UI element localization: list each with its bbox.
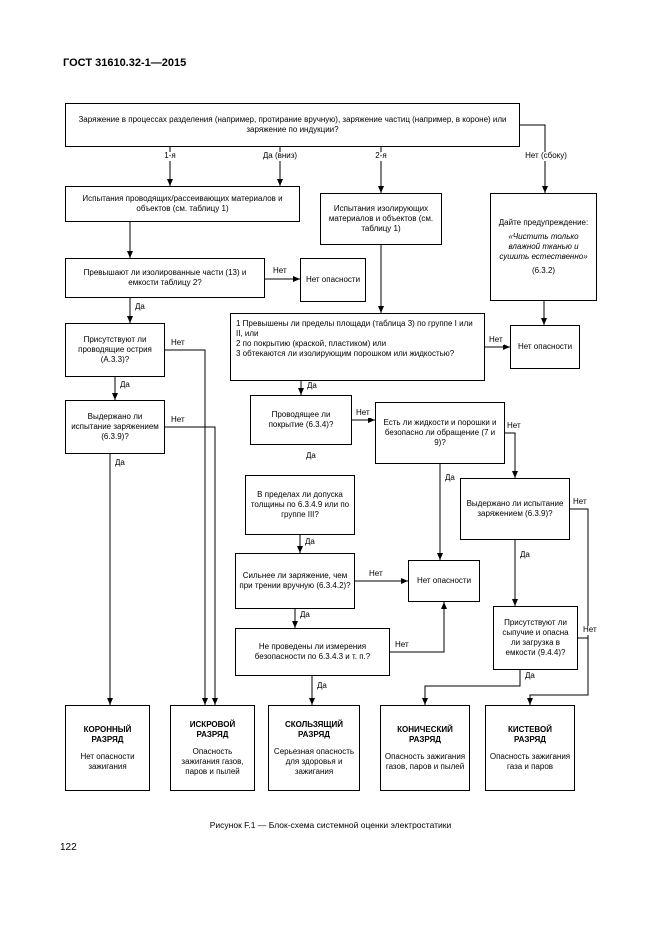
warning-ref: (6.3.2) [531,266,556,275]
node-bulk-loading-text: Присутствуют ли сыпучие и опасна ли загр… [502,618,569,657]
edge-label-no: Нет [272,266,288,276]
edge-label-yes: Да [134,302,146,312]
connector [422,670,521,705]
brush-desc: Опасность зажигания газа и паров [489,751,571,771]
node-bulk-loading: Присутствуют ли сыпучие и опасна ли загр… [493,606,578,670]
node-conductive-coating-text: Проводящее ли покрытие (6.3.4)? [268,410,334,429]
corona-title: КОРОННЫЙ РАЗРЯД [83,724,132,744]
spark-desc: Опасность зажигания газов, паров и пылей [181,746,244,776]
node-conductive-points-text: Присутствуют ли проводящие острия (А.3.3… [78,335,152,364]
edge-label-no: Нет [506,421,522,431]
sliding-desc: Серьезная опасность для здоровья и зажиг… [273,746,355,776]
node-charge-test-left: Выдержано ли испытание заряжением (6.3.9… [65,400,165,454]
node-safety-measurements: Не проведены ли измерения безопасности п… [235,628,390,676]
document-header: ГОСТ 31610.32-1—2015 [63,57,187,69]
page-number: 122 [60,842,77,853]
edge-label-yes: Да [299,610,311,620]
node-no-hazard-1-text: Нет опасности [305,275,361,284]
node-stronger-charging: Сильнее ли заряжение, чем при трении вру… [235,553,355,609]
node-no-hazard-2-text: Нет опасности [517,342,573,351]
edge-label-no: Нет [355,408,371,418]
connector [165,426,218,705]
edge-label-yes: Да [119,380,131,390]
node-no-hazard-3: Нет опасности [408,560,480,602]
node-start: Заряжение в процессах разделения (наприм… [65,103,520,147]
node-isolated-parts-text: Превышают ли изолированные части (13) и … [83,268,247,287]
edge-label-no: Нет [170,415,186,425]
connector [165,349,208,705]
branch-label-1: 1-я [156,151,184,161]
branch-label-no: Нет (сбоку) [520,151,572,161]
edge-label-yes: Да [114,458,126,468]
edge-label-yes: Да [306,381,318,391]
edge-label-no: Нет [582,625,598,635]
node-brush-discharge: КИСТЕВОЙ РАЗРЯД Опасность зажигания газа… [485,705,575,791]
edge-label-no: Нет [170,338,186,348]
edge-label-yes: Да [519,550,531,560]
connector [390,602,447,653]
edge-label-yes: Да [304,537,316,547]
edge-label-no: Нет [368,569,384,579]
brush-title: КИСТЕВОЙ РАЗРЯД [508,724,552,744]
node-liquids-powders: Есть ли жидкости и порошки и безопасно л… [375,402,505,464]
node-test-conductive-text: Испытания проводящих/рассеивающих матери… [82,194,283,213]
node-liquids-powders-text: Есть ли жидкости и порошки и безопасно л… [383,418,497,447]
node-corona-discharge: КОРОННЫЙ РАЗРЯД Нет опасности зажигания [65,705,150,791]
node-test-insulating-text: Испытания изолирующих материалов и объек… [328,204,434,233]
edge-label-no: Нет [394,640,410,650]
node-conductive-coating: Проводящее ли покрытие (6.3.4)? [250,395,352,445]
connector [520,124,548,193]
sliding-title: СКОЛЬЗЯЩИЙ РАЗРЯД [284,719,344,739]
node-thickness-text: В пределах ли допуска толщины по 6.3.4.9… [250,490,350,519]
edge-label-yes: Да [524,671,536,681]
warning-prefix: Дайте предупреждение: [498,218,589,227]
edge-label-yes: Да [305,451,317,461]
edge-label-yes: Да [316,681,328,691]
branch-label-yes: Да (вниз) [255,151,305,161]
spark-title: ИСКРОВОЙ РАЗРЯД [189,719,236,739]
edge-label-no: Нет [488,335,504,345]
edge-label-yes: Да [444,473,456,483]
node-spark-discharge: ИСКРОВОЙ РАЗРЯД Опасность зажигания газо… [170,705,255,791]
node-test-insulating: Испытания изолирующих материалов и объек… [320,193,442,245]
node-charge-test-left-text: Выдержано ли испытание заряжением (6.3.9… [71,412,159,441]
node-warning: Дайте предупреждение: «Чистить только вл… [490,193,597,301]
node-thickness: В пределах ли допуска толщины по 6.3.4.9… [245,475,355,535]
figure-caption: Рисунок F.1 — Блок-схема системной оценк… [209,820,452,830]
node-charge-test-right-text: Выдержано ли испытание заряжением (6.3.9… [466,499,564,518]
node-isolated-parts: Превышают ли изолированные части (13) и … [65,258,265,298]
node-stronger-charging-text: Сильнее ли заряжение, чем при трении вру… [239,571,351,590]
node-safety-measurements-text: Не проведены ли измерения безопасности п… [254,642,371,661]
cone-desc: Опасность зажигания газов, паров и пылей [384,751,466,771]
node-cone-discharge: КОНИЧЕСКИЙ РАЗРЯД Опасность зажигания га… [380,705,470,791]
connector [505,432,518,478]
node-no-hazard-2: Нет опасности [510,325,580,369]
node-start-text: Заряжение в процессах разделения (наприм… [78,115,507,134]
node-no-hazard-1: Нет опасности [300,258,366,302]
node-sliding-discharge: СКОЛЬЗЯЩИЙ РАЗРЯД Серьезная опасность дл… [268,705,360,791]
node-conductive-points: Присутствуют ли проводящие острия (А.3.3… [65,323,165,377]
edge-label-no: Нет [572,497,588,507]
node-no-hazard-3-text: Нет опасности [416,576,472,585]
node-area-limits: 1 Превышены ли пределы площади (таблица … [230,313,485,381]
node-test-conductive: Испытания проводящих/рассеивающих матери… [65,186,300,222]
branch-label-2: 2-я [367,151,395,161]
connector [527,508,589,705]
corona-desc: Нет опасности зажигания [80,751,135,771]
warning-quote: «Чистить только влажной тканью и сушить … [499,232,588,261]
cone-title: КОНИЧЕСКИЙ РАЗРЯД [397,724,453,744]
node-charge-test-right: Выдержано ли испытание заряжением (6.3.9… [460,478,570,540]
